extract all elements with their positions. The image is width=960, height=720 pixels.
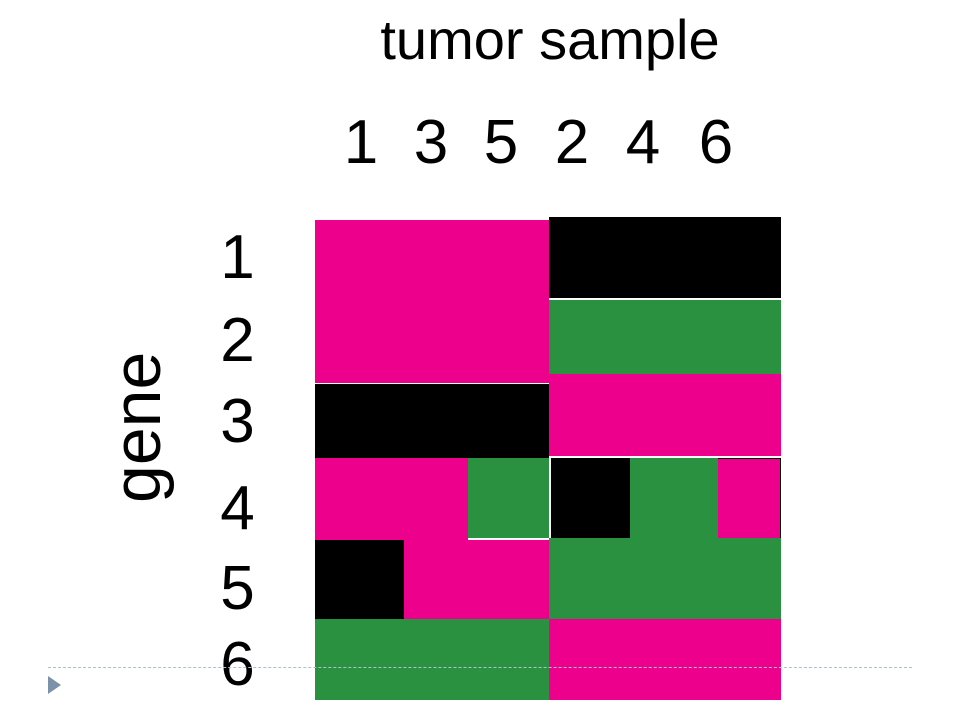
heatmap-block <box>315 540 404 619</box>
heatmap-block <box>551 458 630 540</box>
column-label-1: 1 <box>343 108 379 177</box>
heatmap-block <box>549 300 781 374</box>
row-label-5: 5 <box>220 554 255 623</box>
gene-axis-label: gene <box>99 351 175 503</box>
column-label-2: 2 <box>554 108 590 177</box>
column-label-4: 4 <box>625 108 661 177</box>
row-label-2: 2 <box>220 306 255 375</box>
triangle-bullet-icon <box>48 676 61 694</box>
column-label-5: 5 <box>483 108 519 177</box>
row-label-6: 6 <box>220 630 255 699</box>
heatmap-block <box>630 458 718 538</box>
heatmap-block <box>549 619 781 700</box>
heatmap-block <box>315 220 549 383</box>
heatmap-block <box>315 384 549 458</box>
heatmap-block <box>549 217 781 298</box>
slide-divider <box>48 667 912 668</box>
heatmap-block <box>404 540 549 619</box>
row-label-3: 3 <box>220 387 255 456</box>
row-label-1: 1 <box>220 223 255 292</box>
heatmap-block <box>718 458 781 538</box>
column-label-6: 6 <box>698 108 734 177</box>
heatmap-block <box>315 619 549 700</box>
heatmap-block <box>549 538 781 619</box>
heatmap-block <box>468 458 549 538</box>
heatmap-block <box>549 374 781 456</box>
heatmap-title: tumor sample <box>380 8 720 71</box>
heatmap-block <box>315 458 468 540</box>
column-label-3: 3 <box>413 108 449 177</box>
row-label-4: 4 <box>220 474 255 543</box>
